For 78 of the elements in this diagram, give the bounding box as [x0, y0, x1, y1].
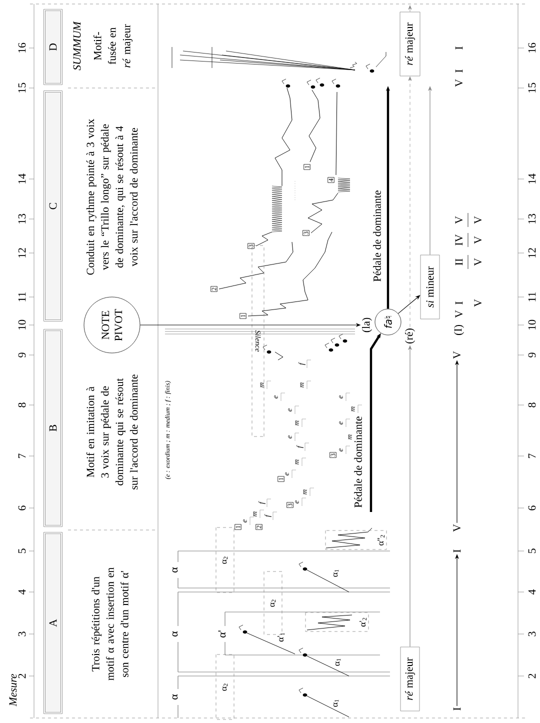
harmony-symbol: I [455, 46, 463, 50]
arrow [408, 76, 412, 328]
measure-number: 4 [18, 589, 26, 595]
section-box: B [44, 329, 62, 527]
motif-label: α [172, 631, 178, 636]
edge-label: Pédale de dominante [353, 415, 363, 509]
measure-number: 13 [528, 214, 536, 224]
harmony-symbol: V [474, 299, 482, 307]
harmony-symbol: I [455, 70, 463, 72]
key-box: ré majeur [400, 12, 420, 76]
harmony-symbol: (I) [454, 324, 464, 335]
measure-number: 15 [528, 82, 536, 93]
dashed-box: α$_{2}$ [216, 654, 234, 720]
measure-number: 12 [528, 248, 536, 258]
note-name: (la) [362, 318, 372, 332]
measure-number: 5 [18, 548, 26, 554]
motif-label: α [172, 567, 178, 572]
dashed-box: α''$_{2}$ [325, 530, 387, 550]
measure-number: 15 [18, 82, 26, 93]
harmony-symbol: V [455, 79, 463, 87]
harmony-symbol: I [455, 302, 463, 304]
harmony-symbol: V [474, 216, 482, 224]
harmony-symbol: V [474, 236, 482, 244]
measure-number: 8 [18, 402, 26, 408]
harmony-symbol: V [455, 216, 463, 224]
motif-label: α'$_{1}$ [278, 632, 284, 642]
measure-number: 8 [528, 402, 536, 408]
harmony-symbol: IV [455, 234, 463, 246]
measure-number: 12 [18, 248, 26, 258]
measure-number: 2 [528, 674, 536, 678]
harmony-symbol: II [455, 258, 463, 266]
axis-title: Mesure [9, 674, 17, 706]
measure-number: 14 [18, 174, 26, 184]
measure-number: 3 [18, 632, 26, 636]
note-name: V [453, 351, 461, 359]
measure-number: 9 [18, 352, 26, 358]
measure-number: 7 [528, 454, 536, 458]
note-name: I [453, 550, 461, 552]
motif-label: α$_{1}$ [333, 700, 339, 707]
measure-number: 6 [528, 506, 536, 510]
measure-number: 10 [528, 320, 536, 330]
motif-label: α$_{1}$ [333, 570, 339, 577]
measure-number: 5 [528, 548, 536, 554]
measure-number: 2 [18, 674, 26, 678]
measure-number: 4 [528, 589, 536, 595]
motif-label: α$_{1}$ [335, 658, 341, 666]
description: Trois répétitions d'un motif α avec insertion en son centre d'un motif α' [92, 568, 128, 680]
measure-number: 16 [18, 42, 26, 53]
arrow [408, 5, 412, 12]
measure-number: 6 [18, 506, 26, 510]
measure-number: 9 [528, 352, 536, 358]
measure-number: 10 [18, 320, 26, 330]
measure-number: 16 [528, 42, 536, 53]
measure-number: 13 [18, 214, 26, 224]
section-title: SUMMUM [73, 21, 81, 70]
harmony-symbol: V [474, 258, 482, 266]
motif-label: α [172, 694, 178, 700]
dashed-box: α'$_{2}$ [305, 612, 369, 632]
section-box: A [44, 532, 62, 714]
note-name: (ré) [405, 328, 415, 344]
measure-number: 11 [18, 292, 26, 302]
measure-number: 14 [528, 174, 536, 184]
harmony-symbol: V [455, 310, 463, 318]
edge-label: Pédale de dominante [372, 189, 382, 283]
dashed-box: α$_{2}$ [216, 527, 234, 593]
dashed-box: α$_{2}$ [264, 571, 282, 635]
note-name: V [453, 524, 461, 532]
key-box: ré majeur [400, 646, 420, 712]
motif-label: α' [218, 630, 226, 638]
section-box: C [44, 90, 62, 322]
measure-number: 7 [18, 454, 26, 458]
measure-number: 11 [528, 292, 536, 302]
section-box: D [44, 9, 62, 85]
key-box: si mineur [420, 254, 440, 320]
description: Conduit en rythme pointé à 3 voix vers le “Trillo longo” sur pédale de dominante, qui se résout à 4 voix sur l'accord de dominante [86, 118, 138, 275]
measure-number: 3 [528, 632, 536, 636]
description: Motif en imitation à 3 voix sur pédale de dominante qui se résout sur l'accord de dominante [86, 374, 138, 490]
note-name: I [453, 708, 461, 710]
